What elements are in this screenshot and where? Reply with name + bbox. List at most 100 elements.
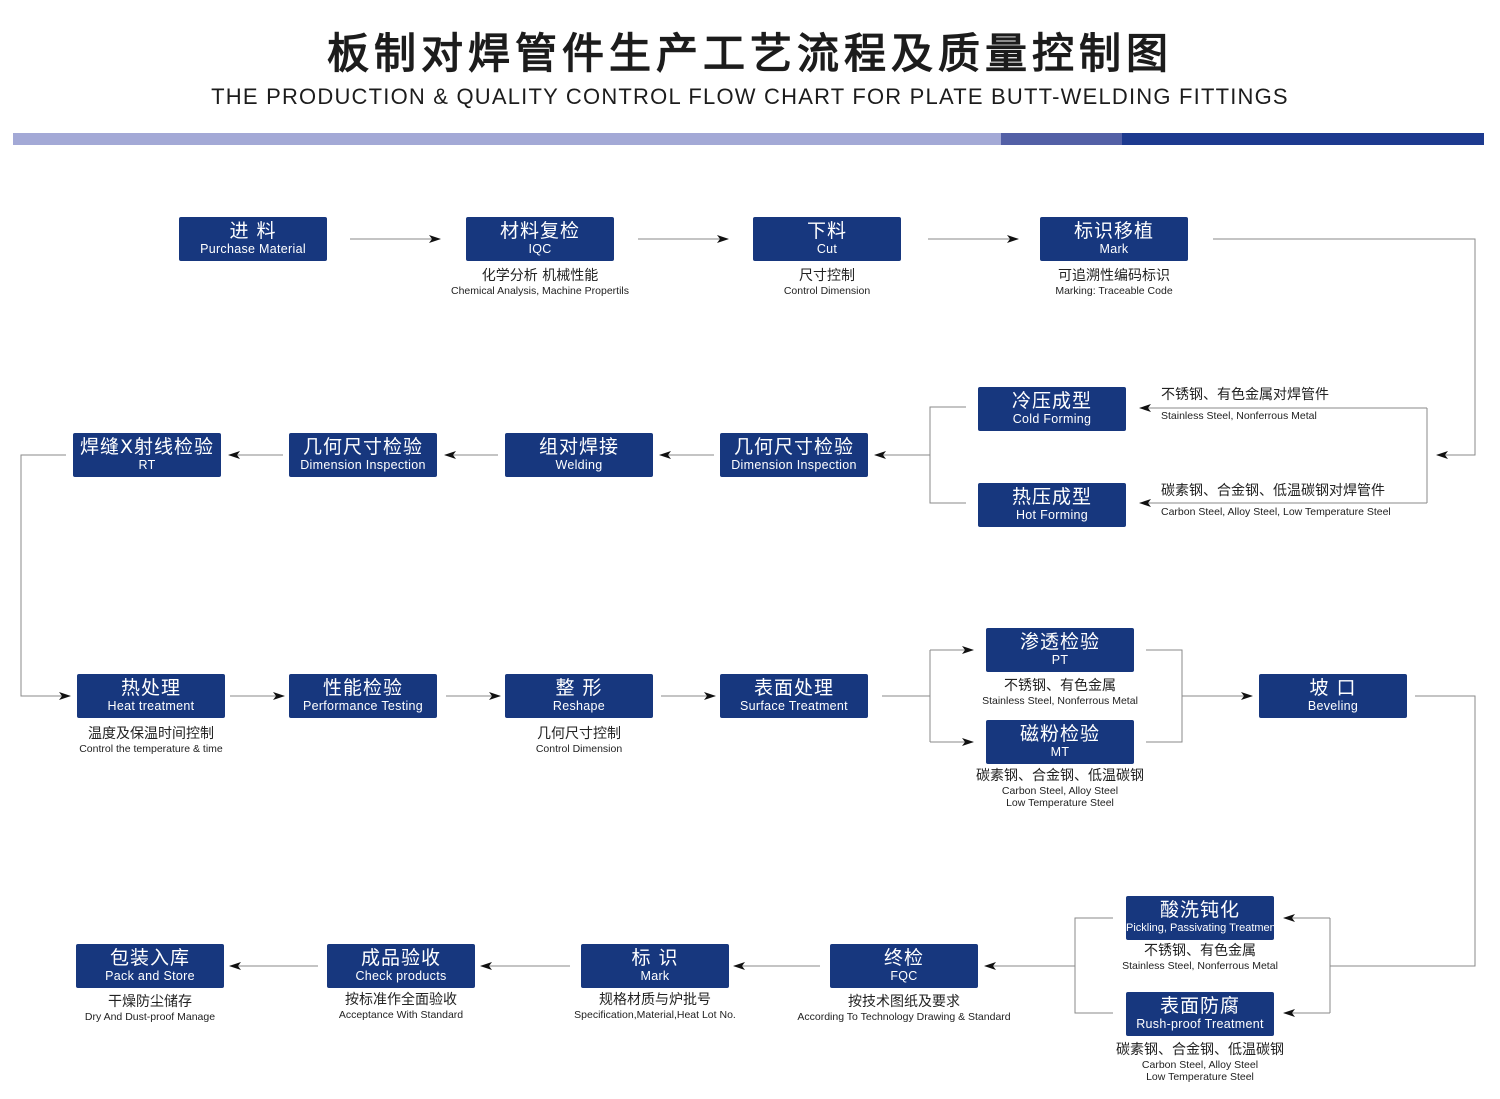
note-cut: 尺寸控制 Control Dimension <box>727 268 927 297</box>
page-subtitle: THE PRODUCTION & QUALITY CONTROL FLOW CH… <box>211 84 1289 109</box>
note-cn: 碳素钢、合金钢、低温碳钢 <box>1116 1042 1284 1058</box>
step-label-en: Dimension Inspection <box>300 458 426 472</box>
note-hot-forming: 碳素钢、合金钢、低温碳钢对焊管件 Carbon Steel, Alloy Ste… <box>1161 483 1391 518</box>
step-mark-transfer: 标识移植 Mark <box>1040 217 1188 261</box>
step-pack-and-store: 包装入库 Pack and Store <box>76 944 224 988</box>
note-cn: 碳素钢、合金钢、低温碳钢对焊管件 <box>1161 483 1385 499</box>
note-cold-forming: 不锈钢、有色金属对焊管件 Stainless Steel, Nonferrous… <box>1161 387 1329 422</box>
step-label-en: RT <box>138 458 156 472</box>
step-beveling: 坡 口 Beveling <box>1259 674 1407 718</box>
step-label-cn: 性能检验 <box>322 677 403 699</box>
step-label-en: Heat treatment <box>107 699 195 713</box>
step-label-en: PT <box>1051 653 1069 667</box>
note-pickling-passivating: 不锈钢、有色金属 Stainless Steel, Nonferrous Met… <box>1090 943 1310 972</box>
step-label-cn: 焊缝X射线检验 <box>79 436 215 458</box>
step-label-en: IQC <box>528 242 552 256</box>
step-hot-forming: 热压成型 Hot Forming <box>978 483 1126 527</box>
step-label-cn: 磁粉检验 <box>1019 723 1100 745</box>
note-en: Dry And Dust-proof Manage <box>84 1011 216 1023</box>
step-label-cn: 表面防腐 <box>1159 995 1240 1017</box>
step-mt: 磁粉检验 MT <box>986 720 1134 764</box>
step-label-cn: 酸洗钝化 <box>1159 899 1240 921</box>
step-label-en: Welding <box>555 458 603 472</box>
step-label-cn: 热压成型 <box>1011 486 1092 508</box>
note-mt: 碳素钢、合金钢、低温碳钢 Carbon Steel, Alloy Steel L… <box>940 768 1180 809</box>
step-label-en: Hot Forming <box>1015 508 1089 522</box>
header-divider-dark <box>1122 133 1484 145</box>
note-en: Carbon Steel, Alloy Steel <box>1141 1059 1259 1071</box>
step-label-cn: 标识移植 <box>1073 220 1154 242</box>
step-performance-testing: 性能检验 Performance Testing <box>289 674 437 718</box>
header-divider-mid <box>1001 133 1122 145</box>
step-purchase-material: 进 料 Purchase Material <box>179 217 327 261</box>
step-label-cn: 包装入库 <box>109 947 190 969</box>
step-label-cn: 整 形 <box>555 677 603 699</box>
step-label-cn: 几何尺寸检验 <box>733 436 854 458</box>
connector-join-forming <box>929 406 966 504</box>
step-rt: 焊缝X射线检验 RT <box>73 433 221 477</box>
note-cn: 不锈钢、有色金属 <box>1004 678 1116 694</box>
note-cn: 按技术图纸及要求 <box>848 994 960 1010</box>
step-heat-treatment: 热处理 Heat treatment <box>77 674 225 718</box>
note-heat-treatment: 温度及保温时间控制 Control the temperature & time <box>51 726 251 755</box>
note-en: Carbon Steel, Alloy Steel, Low Temperatu… <box>1161 506 1391 518</box>
step-label-cn: 热处理 <box>120 677 181 699</box>
header-divider <box>13 133 1484 145</box>
step-label-cn: 标 识 <box>631 947 679 969</box>
step-dimension-inspection-2: 几何尺寸检验 Dimension Inspection <box>289 433 437 477</box>
step-label-cn: 坡 口 <box>1309 677 1357 699</box>
note-cn: 可追溯性编码标识 <box>1058 268 1170 284</box>
step-label-en: Purchase Material <box>200 242 306 256</box>
step-mark-final: 标 识 Mark <box>581 944 729 988</box>
note-en: Stainless Steel, Nonferrous Metal <box>1122 960 1278 972</box>
connector-n17-down <box>1330 695 1476 967</box>
note-en: Stainless Steel, Nonferrous Metal <box>1161 410 1317 422</box>
note-pack-and-store: 干燥防尘储存 Dry And Dust-proof Manage <box>50 994 250 1023</box>
step-label-cn: 组对焊接 <box>538 436 619 458</box>
step-label-cn: 冷压成型 <box>1011 390 1092 412</box>
step-label-cn: 渗透检验 <box>1019 631 1100 653</box>
note-en: Specification,Material,Heat Lot No. <box>574 1009 736 1021</box>
step-label-en: FQC <box>890 969 918 983</box>
step-label-en: Pack and Store <box>105 969 195 983</box>
step-label-cn: 下料 <box>806 220 847 242</box>
note-en-line2: Low Temperature Steel <box>1006 797 1114 809</box>
note-cn: 不锈钢、有色金属对焊管件 <box>1161 387 1329 403</box>
step-label-cn: 材料复检 <box>499 220 580 242</box>
step-label-en: Reshape <box>552 699 606 713</box>
note-check-products: 按标准作全面验收 Acceptance With Standard <box>301 992 501 1021</box>
step-welding: 组对焊接 Welding <box>505 433 653 477</box>
step-label-en: Mark <box>1099 242 1129 256</box>
note-en: Chemical Analysis, Machine Propertils <box>451 285 629 297</box>
header-divider-light <box>13 133 1001 145</box>
step-fqc: 终检 FQC <box>830 944 978 988</box>
note-en: According To Technology Drawing & Standa… <box>797 1011 1011 1023</box>
step-label-en: Dimension Inspection <box>731 458 857 472</box>
note-iqc: 化学分析 机械性能 Chemical Analysis, Machine Pro… <box>400 268 680 297</box>
note-cn: 尺寸控制 <box>799 268 855 284</box>
step-label-en: Pickling, Passivating Treatment <box>1126 922 1274 934</box>
note-en: Marking: Traceable Code <box>1055 285 1173 297</box>
note-reshape: 几何尺寸控制 Control Dimension <box>479 726 679 755</box>
step-label-cn: 进 料 <box>229 220 277 242</box>
page-title: 板制对焊管件生产工艺流程及质量控制图 <box>326 29 1173 78</box>
step-label-en: Beveling <box>1307 699 1359 713</box>
step-iqc: 材料复检 IQC <box>466 217 614 261</box>
step-cold-forming: 冷压成型 Cold Forming <box>978 387 1126 431</box>
step-label-cn: 表面处理 <box>753 677 834 699</box>
note-cn: 化学分析 机械性能 <box>481 268 599 284</box>
note-cn: 不锈钢、有色金属 <box>1144 943 1256 959</box>
note-cn: 按标准作全面验收 <box>345 992 457 1008</box>
note-cn: 干燥防尘储存 <box>108 994 192 1010</box>
note-pt: 不锈钢、有色金属 Stainless Steel, Nonferrous Met… <box>950 678 1170 707</box>
step-surface-treatment: 表面处理 Surface Treatment <box>720 674 868 718</box>
step-reshape: 整 形 Reshape <box>505 674 653 718</box>
note-cn: 碳素钢、合金钢、低温碳钢 <box>976 768 1144 784</box>
note-en: Stainless Steel, Nonferrous Metal <box>982 695 1138 707</box>
note-en: Control Dimension <box>783 285 871 297</box>
step-label-cn: 几何尺寸检验 <box>302 436 423 458</box>
connector-n10-down <box>20 454 71 700</box>
step-label-en: Mark <box>640 969 670 983</box>
note-rust-proof: 碳素钢、合金钢、低温碳钢 Carbon Steel, Alloy Steel L… <box>1080 1042 1320 1083</box>
